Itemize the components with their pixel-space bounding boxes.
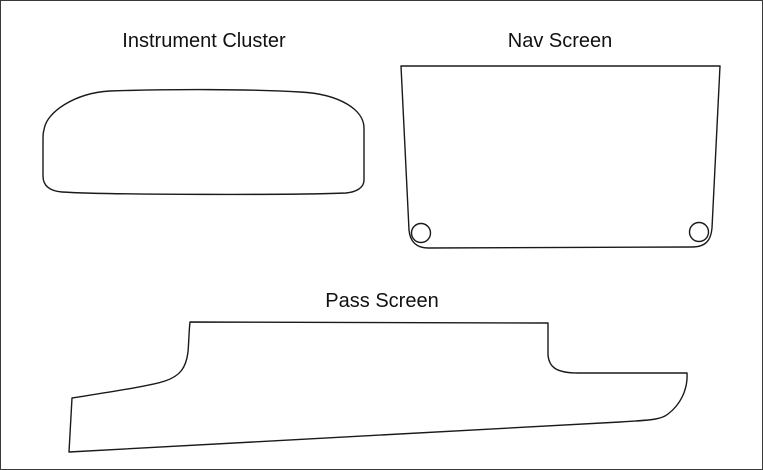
pass-screen-outline: [68, 321, 688, 453]
instrument-cluster-label: Instrument Cluster: [122, 30, 286, 52]
nav-screen-label: Nav Screen: [507, 30, 613, 52]
pass-screen-label: Pass Screen: [325, 290, 439, 312]
nav-screen-right-mount-hole: [688, 221, 710, 243]
nav-screen-left-mount-hole: [410, 222, 432, 244]
instrument-cluster-outline: [42, 88, 365, 196]
nav-screen-outline: [400, 65, 721, 249]
